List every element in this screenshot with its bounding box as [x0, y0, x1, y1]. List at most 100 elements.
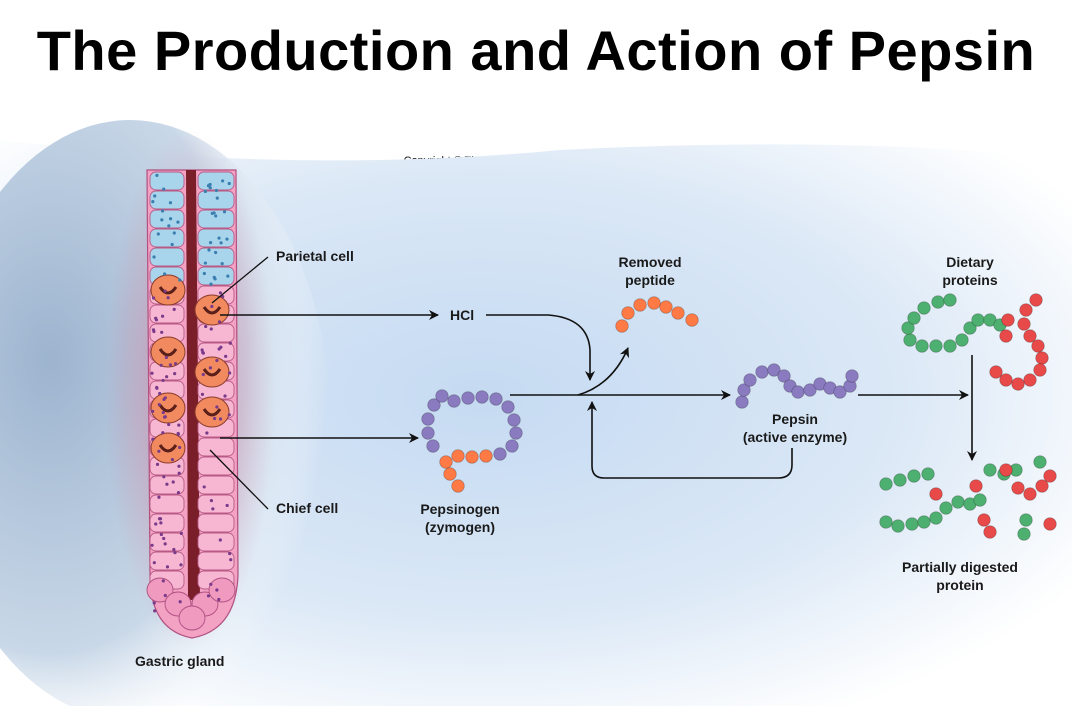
amino-acid: [803, 383, 817, 397]
digested-fragment: [1017, 513, 1033, 541]
cell-granule: [155, 173, 159, 177]
cell-granule: [161, 410, 165, 415]
cell-granule: [162, 272, 167, 276]
chief-cell-label: Chief cell: [276, 500, 339, 516]
cell-granule: [213, 277, 217, 281]
cell-granule: [226, 274, 230, 278]
amino-acid: [421, 426, 435, 440]
cell-granule: [167, 422, 171, 427]
cell-granule: [222, 210, 227, 214]
digested-fragment: [879, 493, 987, 533]
amino-acid: [737, 383, 751, 397]
parietal-cell: [194, 294, 230, 326]
amino-acid: [963, 321, 977, 335]
cell-granule: [155, 385, 159, 390]
amino-acid: [621, 306, 635, 320]
cell-granule: [179, 531, 183, 535]
amino-acid: [917, 515, 931, 529]
cell-granule: [208, 240, 213, 245]
amino-acid: [905, 517, 919, 531]
amino-acid: [999, 463, 1013, 477]
cell-granule: [163, 289, 167, 293]
hcl-activation-arrow: [486, 314, 595, 381]
amino-acid: [999, 373, 1013, 387]
amino-acid: [1043, 469, 1057, 483]
amino-acid: [1031, 339, 1045, 353]
pepsin-chain: [735, 363, 859, 409]
cell-granule: [204, 324, 208, 329]
amino-acid: [989, 365, 1003, 379]
amino-acid: [451, 449, 465, 463]
parietal-cell: [150, 392, 186, 424]
cell-granule: [173, 362, 178, 366]
cell-granule: [202, 485, 206, 489]
digested-fragment: [969, 479, 983, 493]
pepsinogen-orange-segment: [439, 449, 493, 493]
cell-granule: [158, 391, 162, 396]
cell-granule: [178, 278, 182, 282]
cell-granule: [171, 480, 175, 484]
cell-granule: [177, 464, 181, 468]
amino-acid: [685, 313, 699, 327]
amino-acid: [505, 439, 519, 453]
cell-granule: [163, 415, 167, 419]
amino-acid: [915, 339, 929, 353]
amino-acid: [1033, 363, 1047, 377]
amino-acid: [509, 426, 523, 440]
molecule-chains: [421, 293, 1057, 541]
gland-cell: [197, 494, 235, 514]
amino-acid: [973, 493, 987, 507]
cell-granule: [213, 250, 218, 255]
cell-granule: [172, 307, 176, 311]
gland-cell: [149, 228, 185, 248]
cell-granule: [176, 220, 180, 224]
page-title: The Production and Action of Pepsin: [36, 19, 1036, 82]
cell-granule: [218, 417, 223, 421]
cell-granule: [217, 347, 221, 351]
amino-acid: [907, 311, 921, 325]
cell-granule: [176, 431, 180, 436]
cell-granule: [209, 327, 213, 331]
cell-granule: [150, 543, 154, 547]
peptide-removal-arrow: [577, 347, 630, 396]
amino-acid: [971, 313, 985, 327]
digested-fragment: [929, 487, 943, 501]
amino-acid: [421, 412, 435, 426]
cell-granule: [162, 187, 166, 191]
parietal-cell: [150, 432, 186, 464]
amino-acid: [633, 298, 647, 312]
pepsinogen-purple-segment: [421, 389, 523, 461]
cell-granule: [208, 182, 212, 187]
pepsin-label: Pepsin(active enzyme): [742, 411, 848, 445]
amino-acid: [443, 467, 457, 481]
cell-granule: [220, 262, 224, 266]
gland-cell: [197, 266, 235, 286]
cell-granule: [215, 405, 219, 409]
amino-acid: [447, 394, 461, 408]
gland-lumen: [186, 170, 200, 600]
amino-acid: [943, 339, 957, 353]
cell-granule: [166, 296, 170, 300]
amino-acid: [903, 333, 917, 347]
amino-acid: [833, 385, 847, 399]
gland-cell: [197, 171, 235, 191]
chief-leader-line: [209, 449, 269, 510]
cell-granule: [173, 551, 177, 555]
digested-fragment: [1033, 455, 1047, 469]
cell-granule: [154, 318, 159, 322]
gland-cell: [149, 532, 185, 552]
cell-granule: [227, 413, 231, 417]
cell-granule: [153, 194, 157, 198]
gland-cell: [197, 323, 235, 343]
cell-granule: [165, 565, 170, 569]
cell-granule: [168, 201, 173, 205]
parietal-cell: [150, 274, 186, 306]
amino-acid: [901, 321, 915, 335]
amino-acid: [929, 511, 943, 525]
cell-granule: [201, 351, 205, 355]
gland-cell: [197, 228, 235, 248]
amino-acid: [755, 365, 769, 379]
cell-granule: [151, 409, 155, 413]
